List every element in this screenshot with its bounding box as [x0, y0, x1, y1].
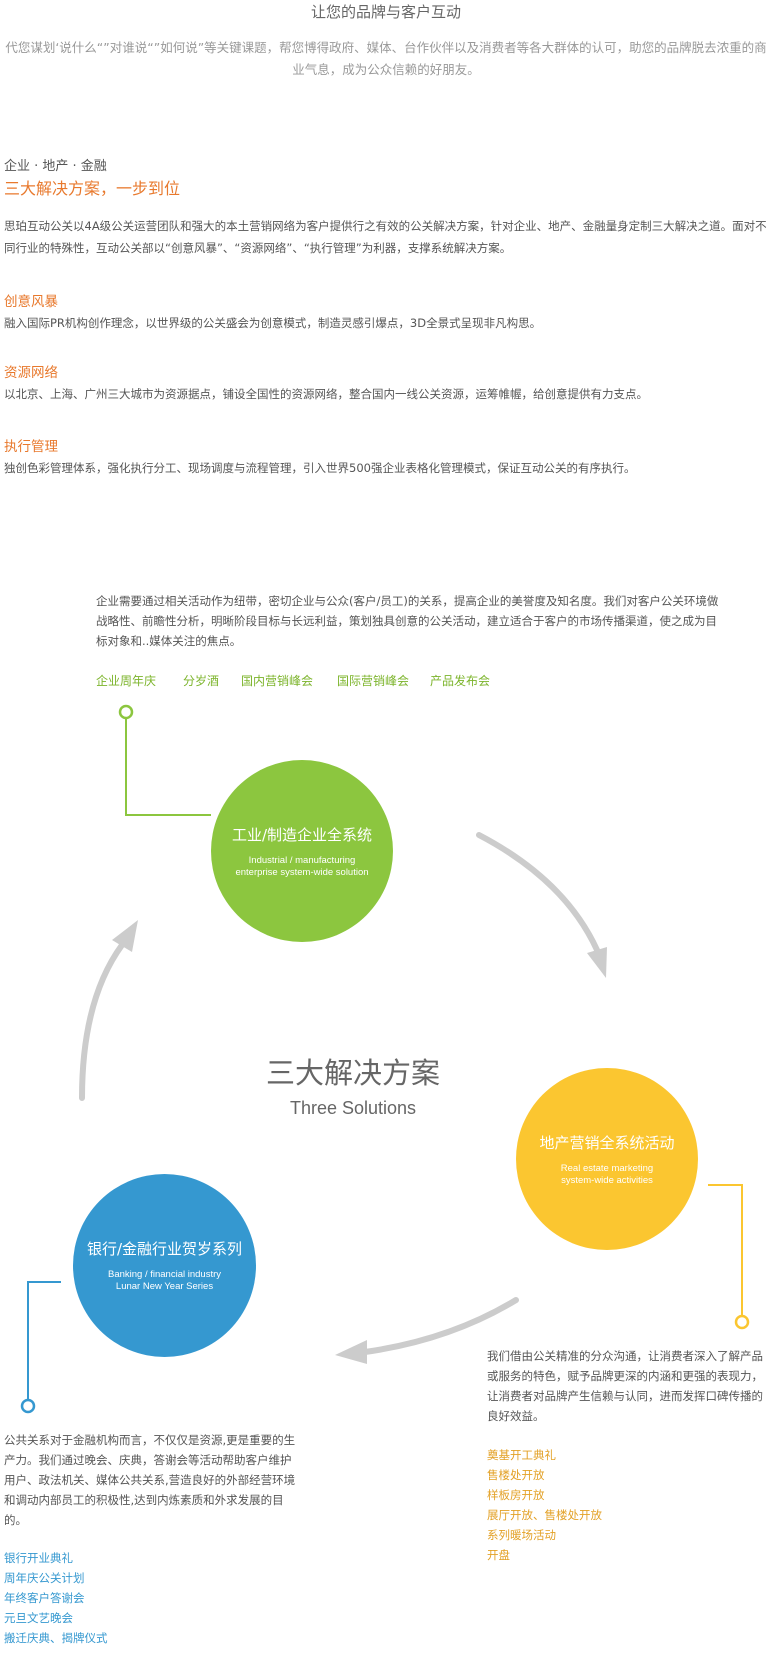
- realestate-title: 地产营销全系统活动: [539, 1133, 675, 1152]
- realestate-description: 我们借由公关精准的分众沟通，让消费者深入了解产品或服务的特色，赋予品牌更深的内涵…: [487, 1349, 763, 1423]
- realestate-list-item[interactable]: 奠基开工典礼: [487, 1448, 556, 1462]
- hero-text: 代您谋划‘说什么“”对谁说“”如何说”等关键课题，帮您博得政府、媒体、台作伙伴以…: [5, 40, 767, 77]
- finance-list: 银行开业典礼 周年庆公关计划 年终客户答谢会 元旦文艺晚会 搬迁庆典、揭牌仪式: [4, 1548, 108, 1648]
- realestate-list-item[interactable]: 系列暖场活动: [487, 1528, 556, 1542]
- execution-management-text: 独创色彩管理体系，强化执行分工、现场调度与流程管理，引入世界500强企业表格化管…: [4, 461, 636, 475]
- solutions-heading: 三大解决方案，一步到位: [4, 179, 181, 198]
- industrial-tag[interactable]: 国际营销峰会: [337, 674, 410, 688]
- diagram-center-title: 三大解决方案: [265, 1056, 440, 1090]
- finance-connector: [20, 1281, 61, 1414]
- finance-solution-circle[interactable]: 银行/金融行业贺岁系列 Banking / financial industry…: [73, 1174, 256, 1357]
- resource-network-text: 以北京、上海、广州三大城市为资源据点，铺设全国性的资源网络，整合国内一线公关资源…: [4, 387, 648, 401]
- arrow-industrial-to-realestate: [476, 832, 607, 978]
- finance-subtitle-1: Banking / financial industry: [107, 1269, 221, 1280]
- finance-list-item[interactable]: 元旦文艺晚会: [4, 1611, 73, 1625]
- solutions-eyebrow: 企业 · 地产 · 金融: [4, 159, 107, 174]
- industrial-subtitle-1: Industrial / manufacturing: [248, 854, 356, 866]
- finance-list-item[interactable]: 银行开业典礼: [4, 1551, 73, 1565]
- finance-list-item[interactable]: 周年庆公关计划: [4, 1571, 85, 1585]
- industrial-title: 工业/制造企业全系统: [231, 825, 373, 844]
- arrow-finance-to-industrial: [79, 920, 138, 1101]
- industrial-subtitle-2: enterprise system-wide solution: [235, 866, 369, 878]
- hero-title: 让您的品牌与客户互动: [310, 3, 461, 21]
- realestate-list-item[interactable]: 展厅开放、售楼处开放: [487, 1508, 602, 1522]
- realestate-list-item[interactable]: 开盘: [487, 1548, 510, 1562]
- industrial-solution-circle[interactable]: 工业/制造企业全系统 Industrial / manufacturing en…: [211, 760, 393, 942]
- creative-storm-text: 融入国际PR机构创作理念，以世界级的公关盛会为创意模式，制造灵感引爆点，3D全景…: [4, 316, 542, 330]
- solutions-intro: 思珀互动公关以4A级公关运营团队和强大的本土营销网络为客户提供行之有效的公关解决…: [4, 219, 767, 255]
- industrial-tag[interactable]: 企业周年庆: [96, 674, 157, 688]
- realestate-list-item[interactable]: 售楼处开放: [487, 1468, 545, 1482]
- execution-management-heading: 执行管理: [4, 439, 58, 455]
- arrow-realestate-to-finance: [335, 1297, 519, 1364]
- diagram-center-subtitle: Three Solutions: [289, 1098, 417, 1118]
- resource-network-heading: 资源网络: [4, 365, 58, 381]
- realestate-list-item[interactable]: 样板房开放: [487, 1488, 545, 1502]
- finance-description: 公共关系对于金融机构而言，不仅仅是资源,更是重要的生产力。我们通过晚会、庆典，答…: [4, 1433, 296, 1527]
- industrial-description: 企业需要通过相关活动作为纽带，密切企业与公众(客户/员工)的关系，提高企业的美誉…: [96, 594, 719, 648]
- realestate-list: 奠基开工典礼 售楼处开放 样板房开放 展厅开放、售楼处开放 系列暖场活动 开盘: [487, 1445, 602, 1565]
- industrial-connector: [118, 704, 211, 816]
- finance-list-item[interactable]: 搬迁庆典、揭牌仪式: [4, 1631, 108, 1645]
- finance-subtitle-2: Lunar New Year Series: [115, 1281, 214, 1292]
- industrial-tag[interactable]: 产品发布会: [430, 674, 491, 688]
- finance-title: 银行/金融行业贺岁系列: [86, 1240, 243, 1258]
- realestate-connector: [708, 1184, 750, 1330]
- realestate-solution-circle[interactable]: 地产营销全系统活动 Real estate marketing system-w…: [516, 1068, 698, 1250]
- creative-storm-heading: 创意风暴: [4, 294, 58, 310]
- finance-list-item[interactable]: 年终客户答谢会: [4, 1591, 85, 1605]
- realestate-subtitle-2: system-wide activities: [561, 1174, 653, 1186]
- realestate-subtitle-1: Real estate marketing: [560, 1162, 654, 1174]
- industrial-tag[interactable]: 分岁酒: [183, 674, 220, 688]
- industrial-tag[interactable]: 国内营销峰会: [241, 674, 314, 688]
